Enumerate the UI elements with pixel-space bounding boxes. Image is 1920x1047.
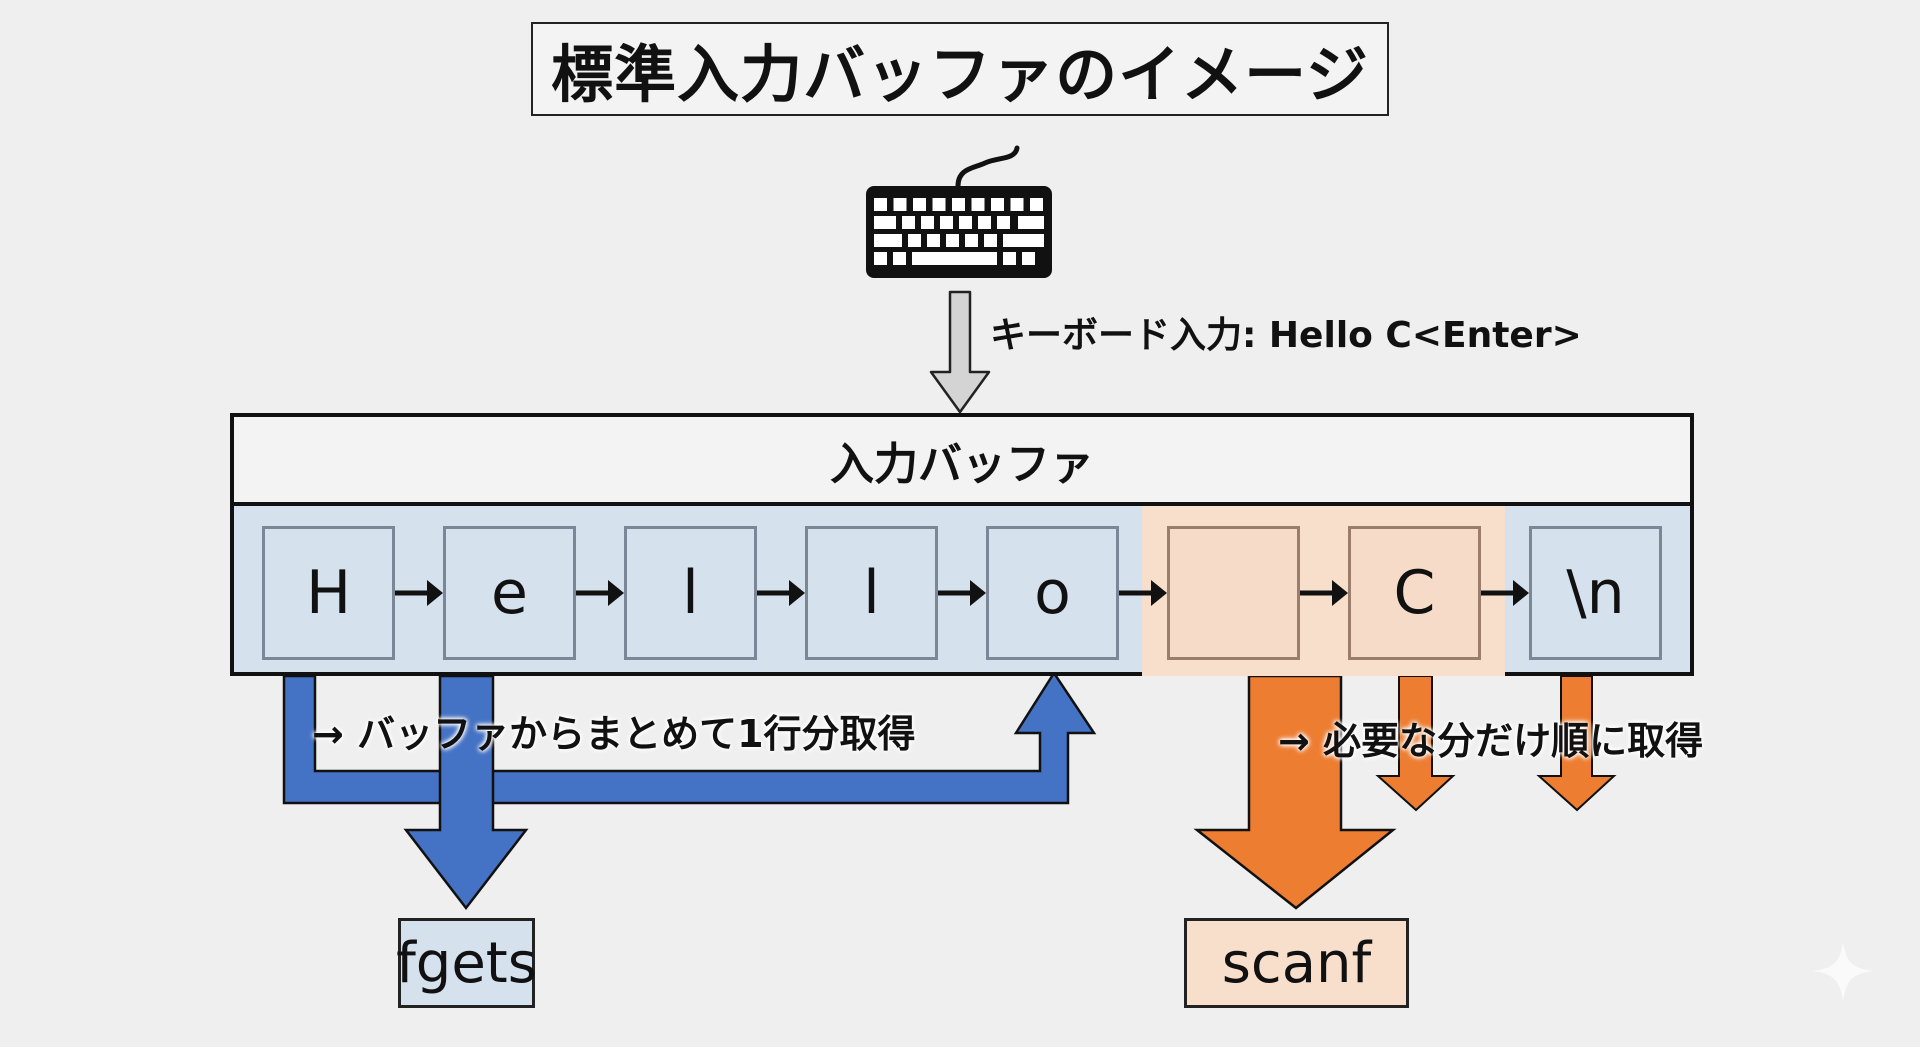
- buffer-header: 入力バッファ: [234, 417, 1690, 506]
- buffer-cell-char: o: [1034, 558, 1071, 628]
- scanf-small-arrow-newline: [1536, 675, 1617, 812]
- scanf-down-arrow: [1193, 674, 1397, 910]
- buffer-cell-char: e: [491, 558, 528, 628]
- buffer-cell: [1167, 526, 1300, 660]
- buffer-cell: l: [624, 526, 757, 660]
- cell-link-arrow: [757, 580, 805, 606]
- fgets-down-arrow: [403, 674, 529, 911]
- buffer-cell: H: [262, 526, 395, 660]
- keyboard-input-arrow: [929, 290, 991, 414]
- cell-link-arrow: [1119, 580, 1167, 606]
- keyboard-icon: [866, 145, 1052, 278]
- buffer-cell: l: [805, 526, 938, 660]
- cell-link-arrow: [576, 580, 624, 606]
- buffer-cell-char: C: [1393, 558, 1436, 628]
- fgets-box: fgets: [396, 918, 537, 1008]
- cell-link-arrow: [938, 580, 986, 606]
- buffer-cell-char: l: [863, 558, 880, 628]
- buffer-cell: \n: [1529, 526, 1662, 660]
- cell-link-arrow: [1481, 580, 1529, 606]
- buffer-cell: o: [986, 526, 1119, 660]
- buffer-cell-char: \n: [1566, 558, 1625, 628]
- scanf-box: scanf: [1184, 918, 1409, 1008]
- buffer-cell: C: [1348, 526, 1481, 660]
- buffer-title: 入力バッファ: [830, 438, 1094, 490]
- title-box: 標準入力バッファのイメージ: [531, 22, 1389, 116]
- buffer-cell-char: l: [682, 558, 699, 628]
- buffer-cell-char: H: [305, 558, 352, 628]
- buffer-cell: e: [443, 526, 576, 660]
- scanf-small-arrow-c: [1375, 675, 1456, 812]
- cell-link-arrow: [1300, 580, 1348, 606]
- fgets-name: fgets: [396, 930, 537, 996]
- cell-arrows: [395, 580, 1529, 606]
- scanf-description: → 必要な分だけ順に取得: [1278, 719, 1704, 763]
- keyboard-input-label: キーボード入力: Hello C<Enter>: [990, 315, 1582, 356]
- cell-link-arrow: [395, 580, 443, 606]
- fgets-bracket-arrow: [282, 670, 1097, 805]
- page-title: 標準入力バッファのイメージ: [551, 38, 1369, 111]
- fgets-description: → バッファからまとめて1行分取得: [312, 712, 916, 756]
- scanf-name: scanf: [1221, 930, 1372, 996]
- sparkle-icon: [1813, 942, 1873, 1002]
